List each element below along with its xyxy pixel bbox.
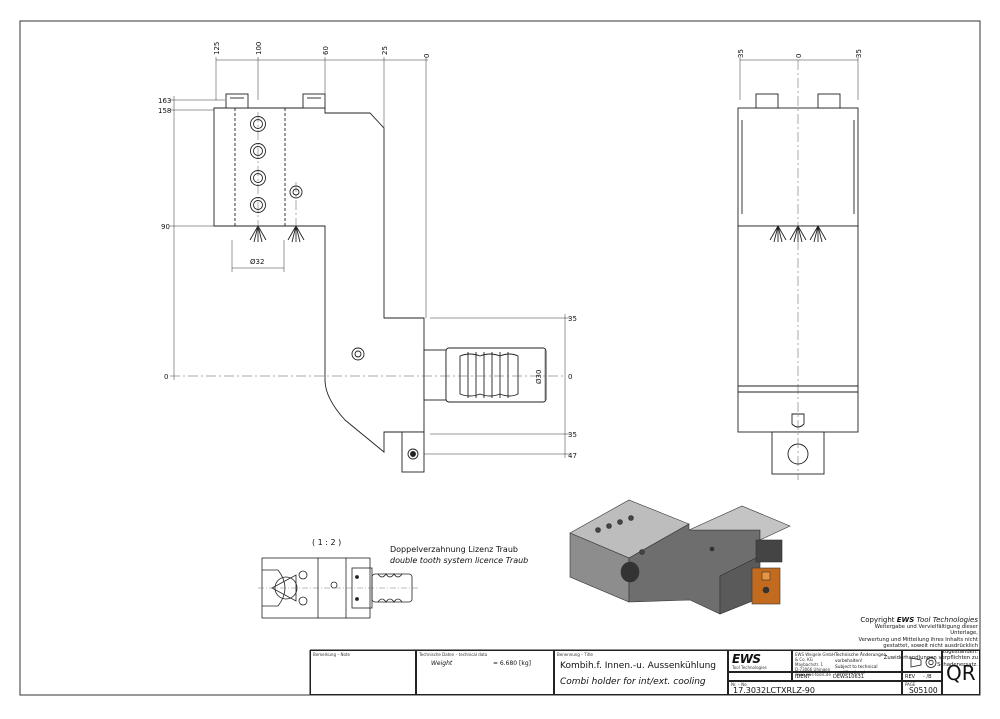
dim-60: 60 bbox=[322, 46, 330, 55]
dim-158: 158 bbox=[158, 107, 171, 115]
dim-100: 100 bbox=[255, 42, 263, 55]
licence-de: Doppelverzahnung Lizenz Traub bbox=[390, 545, 518, 554]
rev-value: - /B bbox=[923, 674, 932, 680]
blank-cell bbox=[728, 672, 792, 681]
dim-35-bottom: 35 bbox=[568, 431, 577, 439]
part-number: 17.3032LCTXRLZ-90 bbox=[733, 686, 815, 695]
side-dim-35-right: 35 bbox=[855, 49, 863, 58]
ident-label: IDENT bbox=[795, 674, 811, 680]
side-dim-0: 0 bbox=[795, 54, 803, 58]
copyright-brand: EWS bbox=[896, 616, 915, 624]
ident-value: DEWS10631 bbox=[833, 674, 865, 680]
dim-25: 25 bbox=[381, 46, 389, 55]
sheet-number-cell: PAGE S05100 bbox=[902, 681, 942, 695]
dim-0-right: 0 bbox=[568, 373, 572, 381]
company-address: EWS Weigele GmbH & Co. KG Maybachstr. 1 … bbox=[795, 652, 835, 677]
projection-symbol-icon bbox=[910, 657, 937, 668]
notice-en: Subject to technical modifications! bbox=[835, 665, 878, 676]
front-view bbox=[213, 93, 547, 473]
sheet-number: S05100 bbox=[909, 686, 938, 695]
rev-cell: REV - /B bbox=[902, 672, 942, 681]
remark-label: Bemerkung – Note bbox=[313, 652, 351, 657]
part-number-label: Nr. – No. bbox=[731, 682, 748, 687]
designation-label: Benennung – Title bbox=[557, 652, 593, 657]
dim-163: 163 bbox=[158, 97, 171, 105]
side-dim-35-left: 35 bbox=[737, 49, 745, 58]
dim-35-top: 35 bbox=[568, 315, 577, 323]
dim-90: 90 bbox=[161, 223, 170, 231]
remark-cell: Bemerkung – Note bbox=[310, 650, 416, 695]
rev-label: REV bbox=[905, 674, 916, 680]
techdata-label: Technische Daten – technical data bbox=[419, 652, 488, 657]
licence-en: double tooth system licence Traub bbox=[390, 556, 529, 565]
company-cell: EWS Weigele GmbH & Co. KG Maybachstr. 1 … bbox=[792, 650, 902, 677]
projection-symbol-cell bbox=[902, 650, 942, 672]
title-de: Kombih.f. Innen.-u. Aussenkühlung bbox=[560, 661, 717, 671]
dim-d32: Ø32 bbox=[250, 258, 264, 266]
dim-125: 125 bbox=[213, 42, 221, 55]
dim-0-top: 0 bbox=[423, 54, 431, 58]
side-dim-texts: 35 0 35 bbox=[737, 49, 863, 58]
copyright-line-3: gestattet, soweit nicht ausdrücklich zug… bbox=[883, 642, 978, 656]
logo-cell: EWS Tool Technologies bbox=[728, 650, 792, 672]
qr-cell: QR bbox=[942, 650, 980, 695]
page-label: PAGE bbox=[905, 682, 916, 687]
notice-de: Technische Änderungen vorbehalten! bbox=[835, 653, 887, 664]
weight-label: Weight bbox=[431, 660, 453, 667]
scale-label: ( 1 : 2 ) bbox=[312, 538, 342, 547]
title-en: Combi holder for int/ext. cooling bbox=[560, 677, 706, 687]
copyright-notice: Copyright EWS Tool Technologies Weiterga… bbox=[852, 616, 978, 668]
copyright-line-1: Weitergabe und Vervielfältigung dieser U… bbox=[874, 624, 978, 637]
ews-logo: EWS bbox=[732, 652, 761, 666]
copyright-line-4: Zuwiderhandlungen verpflichten zu Schade… bbox=[883, 655, 978, 668]
dim-d30: Ø30 bbox=[535, 370, 543, 384]
ident-cell: IDENT DEWS10631 bbox=[792, 672, 902, 681]
isometric-render bbox=[569, 499, 791, 615]
dim-47: 47 bbox=[568, 452, 577, 460]
weight-value: = 6.680 [kg] bbox=[493, 660, 531, 667]
copyright-line-2: Verwertung und Mitteilung ihres Inhalts … bbox=[858, 636, 978, 643]
front-dim-texts: 125 100 60 25 0 163 158 90 0 35 0 35 47 … bbox=[158, 42, 577, 460]
designation-cell: Benennung – Title Kombih.f. Innen.-u. Au… bbox=[554, 650, 728, 695]
logo-subtitle: Tool Technologies bbox=[732, 665, 767, 670]
copyright-title: Copyright EWS Tool Technologies bbox=[860, 616, 978, 624]
part-number-cell: Nr. – No. 17.3032LCTXRLZ-90 bbox=[728, 681, 902, 695]
dim-0-left: 0 bbox=[164, 373, 168, 381]
techdata-cell: Technische Daten – technical data Weight… bbox=[416, 650, 554, 695]
sheet-border bbox=[19, 20, 981, 696]
qr-text: QR bbox=[946, 661, 976, 685]
